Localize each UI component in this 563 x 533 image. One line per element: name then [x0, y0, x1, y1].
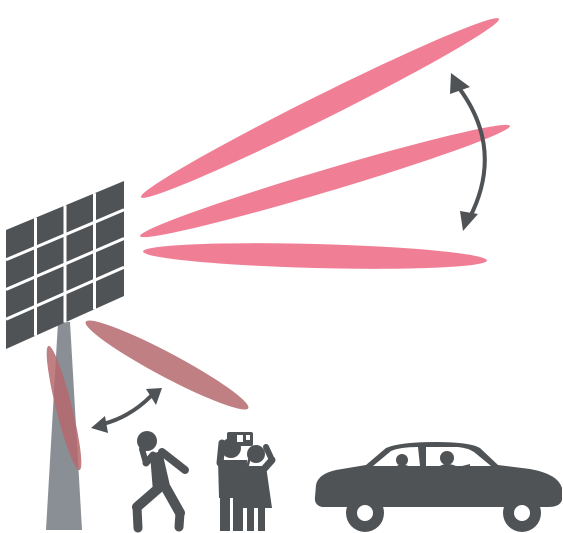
beam-lower: [143, 240, 488, 273]
car-with-passengers-icon: [315, 442, 562, 532]
double-headed-arc-arrow-icon: [450, 73, 485, 231]
couple-selfie-icon: [218, 432, 272, 531]
double-headed-arc-arrow-icon: [91, 388, 162, 433]
person-walking-phone-icon: [137, 431, 185, 528]
low-beam-diagonal: [80, 311, 254, 419]
beam-middle: [137, 115, 513, 246]
beam-fan: [136, 8, 513, 272]
